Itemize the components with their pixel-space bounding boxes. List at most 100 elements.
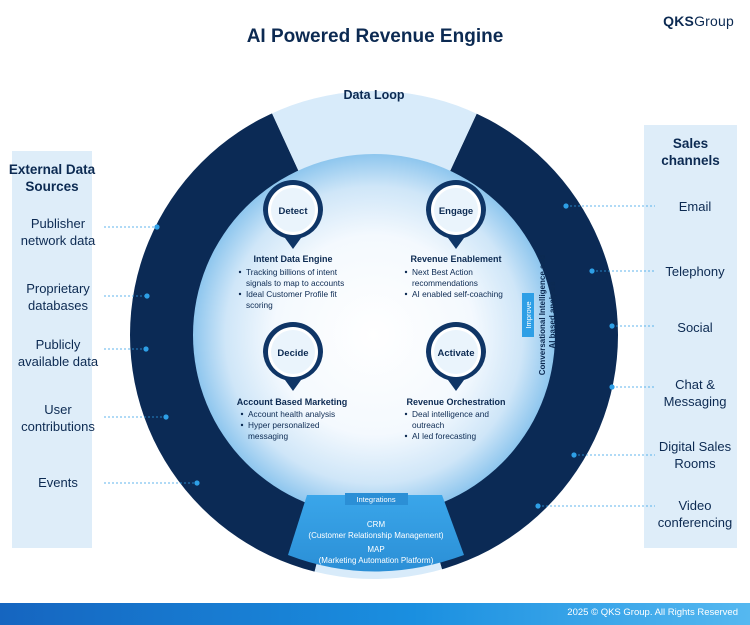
source-item-line1: Publicly <box>35 337 81 352</box>
stage-activate: Activate Revenue Orchestration Deal inte… <box>404 322 506 441</box>
improve-badge <box>522 293 534 337</box>
footer-bar: 2025 © QKS Group. All Rights Reserved <box>0 603 750 625</box>
channel-item-line2: Rooms <box>674 456 716 471</box>
channel-item-telephony: Telephony <box>644 263 746 280</box>
connector-dot <box>589 268 595 274</box>
stage-decide: Decide Account Based Marketing Account h… <box>237 322 348 441</box>
footer-copyright: 2025 © QKS Group. All Rights Reserved <box>567 607 738 618</box>
bullet-dot <box>404 434 408 438</box>
sales-channels-title-line1: Sales <box>672 136 709 151</box>
external-sources-panel <box>12 151 92 548</box>
decide-pin-inner <box>271 330 315 374</box>
map-title: MAP <box>367 545 384 554</box>
bullet-dot <box>240 423 244 427</box>
source-item-line1: Events <box>38 475 78 490</box>
decide-bullet-2-line2: messaging <box>248 431 289 441</box>
crm-map-segment <box>288 495 464 572</box>
external-sources-title-line1: External Data <box>8 162 96 177</box>
sales-channels-title: Sales channels <box>644 135 737 169</box>
crm-subtitle: (Customer Relationship Management) <box>308 531 444 540</box>
activate-pin-label: Activate <box>438 348 475 359</box>
connector-dot <box>163 414 169 420</box>
connector-dot <box>194 480 200 486</box>
engage-title: Revenue Enablement <box>410 254 501 264</box>
connector-dot <box>571 452 577 458</box>
connector-dot <box>154 224 160 230</box>
channel-item-line1: Chat & <box>675 377 715 392</box>
detect-bullet-1-line1: Tracking billions of intent <box>246 267 338 277</box>
channel-item-chat: Chat & Messaging <box>644 376 746 410</box>
map-subtitle: (Marketing Automation Platform) <box>319 556 434 565</box>
integrations-badge <box>345 493 408 505</box>
detect-pin-label: Detect <box>278 206 308 217</box>
sales-channels-panel <box>644 125 737 548</box>
connector-dot <box>144 293 150 299</box>
bullet-dot <box>404 270 408 274</box>
source-item-events: Events <box>4 474 112 491</box>
decide-title: Account Based Marketing <box>237 397 348 407</box>
brand-rest: Group <box>694 13 734 29</box>
external-sources-title: External Data Sources <box>4 161 100 195</box>
bullet-dot <box>238 292 242 296</box>
source-item-line2: contributions <box>21 419 95 434</box>
bullet-dot <box>404 292 408 296</box>
ring-core <box>193 154 555 516</box>
channel-item-line1: Telephony <box>665 264 725 279</box>
channel-item-digital-rooms: Digital Sales Rooms <box>644 438 746 472</box>
stage-detect: Detect Intent Data Engine Tracking billi… <box>238 180 344 310</box>
engage-pin-label: Engage <box>439 206 473 217</box>
activate-bullet-2-line1: AI led forecasting <box>412 431 476 441</box>
detect-bullet-2-line2: scoring <box>246 300 273 310</box>
channel-item-line1: Email <box>678 199 712 214</box>
connector-dot <box>609 384 615 390</box>
bullet-dot <box>240 412 244 416</box>
improve-label: Improve <box>524 301 533 328</box>
activate-pin-inner <box>434 330 478 374</box>
bullet-dot <box>404 412 408 416</box>
stage-engage: Engage Revenue Enablement Next Best Acti… <box>404 180 503 299</box>
external-sources-title-line2: Sources <box>25 179 79 194</box>
channel-item-video: Video conferencing <box>644 497 746 531</box>
engage-pin-inner <box>434 188 478 232</box>
source-item-line1: Publisher <box>30 216 86 231</box>
brand-logo: QKSGroup <box>663 13 734 29</box>
detect-pin-inner <box>271 188 315 232</box>
source-item-user: User contributions <box>4 401 112 435</box>
activate-title: Revenue Orchestration <box>406 397 505 407</box>
activate-bullet-1-line2: outreach <box>412 420 445 430</box>
detect-bullet-2-line1: Ideal Customer Profile fit <box>246 289 338 299</box>
channel-item-line1: Social <box>677 320 713 335</box>
decide-bullet-1-line1: Account health analysis <box>248 409 335 419</box>
channel-item-line2: conferencing <box>657 515 733 530</box>
detect-title: Intent Data Engine <box>253 254 332 264</box>
source-item-line2: databases <box>28 298 88 313</box>
channel-item-line2: Messaging <box>663 394 727 409</box>
channel-item-line1: Video <box>678 498 712 513</box>
engage-bullet-2-line1: AI enabled self-coaching <box>412 289 503 299</box>
connector-dot <box>609 323 615 329</box>
connector-dot <box>563 203 569 209</box>
sales-channels-title-line2: channels <box>661 153 720 168</box>
page-title: AI Powered Revenue Engine <box>246 26 504 47</box>
crm-title: CRM <box>367 520 386 529</box>
integrations-label: Integrations <box>356 495 395 504</box>
source-item-publisher: Publisher network data <box>4 215 112 249</box>
source-item-line2: network data <box>20 233 96 248</box>
connector-dot <box>535 503 541 509</box>
conv-intel-line1: Conversational Intelligence and <box>538 255 547 376</box>
engage-bullet-1-line2: recommendations <box>412 278 478 288</box>
source-item-line1: User <box>44 402 72 417</box>
decide-pin-label: Decide <box>277 348 308 359</box>
connector-dot <box>143 346 149 352</box>
source-item-proprietary: Proprietary databases <box>4 280 112 314</box>
channel-item-social: Social <box>644 319 746 336</box>
data-loop-label: Data Loop <box>343 88 404 102</box>
detect-bullet-1-line2: signals to map to accounts <box>246 278 344 288</box>
decide-bullet-2-line1: Hyper personalized <box>248 420 320 430</box>
engage-bullet-1-line1: Next Best Action <box>412 267 473 277</box>
conv-intel-line2: AI based analysis <box>548 281 557 349</box>
channel-item-email: Email <box>644 198 746 215</box>
channel-item-line1: Digital Sales <box>658 439 732 454</box>
